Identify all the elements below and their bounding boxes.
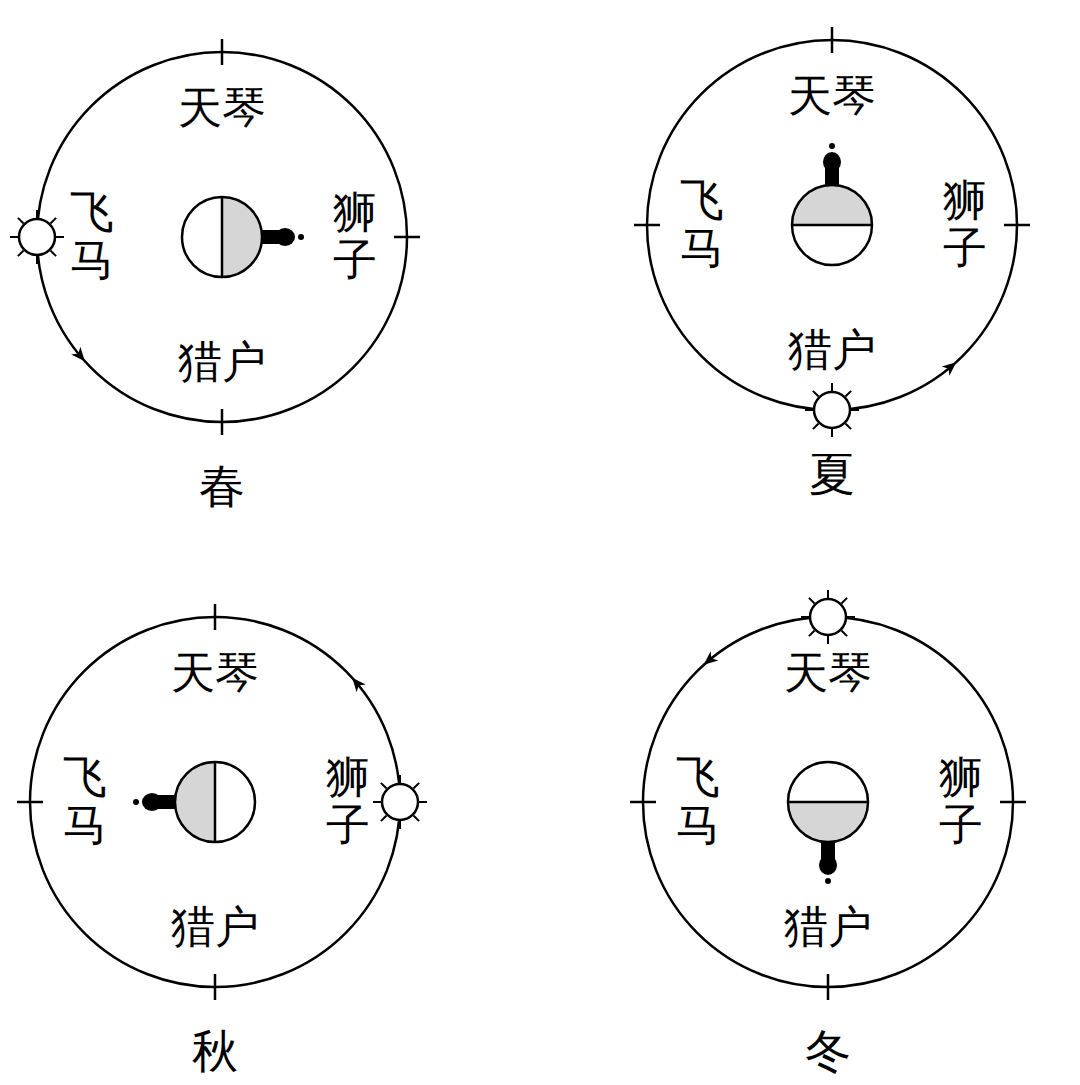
tick-mark <box>221 409 224 435</box>
constellation-label: 飞马 <box>676 754 720 851</box>
season-label: 春 <box>199 464 245 510</box>
tick-mark <box>221 39 224 65</box>
orbit-circle <box>647 40 1017 410</box>
orbit-arrow <box>348 674 366 692</box>
orbit-circle <box>30 617 400 987</box>
earth-symbol <box>792 143 872 265</box>
panel <box>17 604 427 1000</box>
sun-symbol <box>801 590 855 644</box>
constellation-label: 天琴 <box>171 652 259 696</box>
earth-symbol <box>182 197 304 277</box>
sun-symbol <box>373 775 427 829</box>
tick-mark <box>214 604 217 630</box>
tick-mark <box>1000 801 1026 804</box>
tick-mark <box>394 236 420 239</box>
tick-mark <box>831 27 834 53</box>
constellation-label: 天琴 <box>784 652 872 696</box>
sun-symbol <box>805 383 859 437</box>
constellation-label: 猎户 <box>788 329 876 373</box>
orbit-circle <box>643 617 1013 987</box>
orbit-circle <box>37 52 407 422</box>
orbit-arrow <box>700 651 718 669</box>
orbit-arrow <box>71 347 89 365</box>
constellation-label: 天琴 <box>788 75 876 119</box>
season-label: 秋 <box>192 1029 238 1075</box>
constellation-label: 狮子 <box>333 189 377 286</box>
tick-mark <box>17 801 43 804</box>
panel <box>634 27 1030 437</box>
earth-symbol <box>788 762 868 884</box>
season-label: 冬 <box>805 1029 851 1075</box>
tick-mark <box>630 801 656 804</box>
sun-symbol <box>10 210 64 264</box>
constellation-label: 狮子 <box>943 177 987 274</box>
constellation-label: 飞马 <box>680 177 724 274</box>
constellation-label: 天琴 <box>178 87 266 131</box>
constellation-label: 猎户 <box>178 341 266 385</box>
earth-symbol <box>133 762 255 842</box>
constellation-label: 飞马 <box>63 754 107 851</box>
constellation-label: 狮子 <box>939 754 983 851</box>
panel <box>630 590 1026 1000</box>
tick-mark <box>634 224 660 227</box>
season-label: 夏 <box>809 452 855 498</box>
constellation-label: 飞马 <box>70 189 114 286</box>
constellation-label: 猎户 <box>171 906 259 950</box>
constellation-label: 狮子 <box>326 754 370 851</box>
orbit-arrow <box>942 358 960 376</box>
panel <box>10 39 420 435</box>
tick-mark <box>214 974 217 1000</box>
constellation-label: 猎户 <box>784 906 872 950</box>
tick-mark <box>1004 224 1030 227</box>
tick-mark <box>827 974 830 1000</box>
